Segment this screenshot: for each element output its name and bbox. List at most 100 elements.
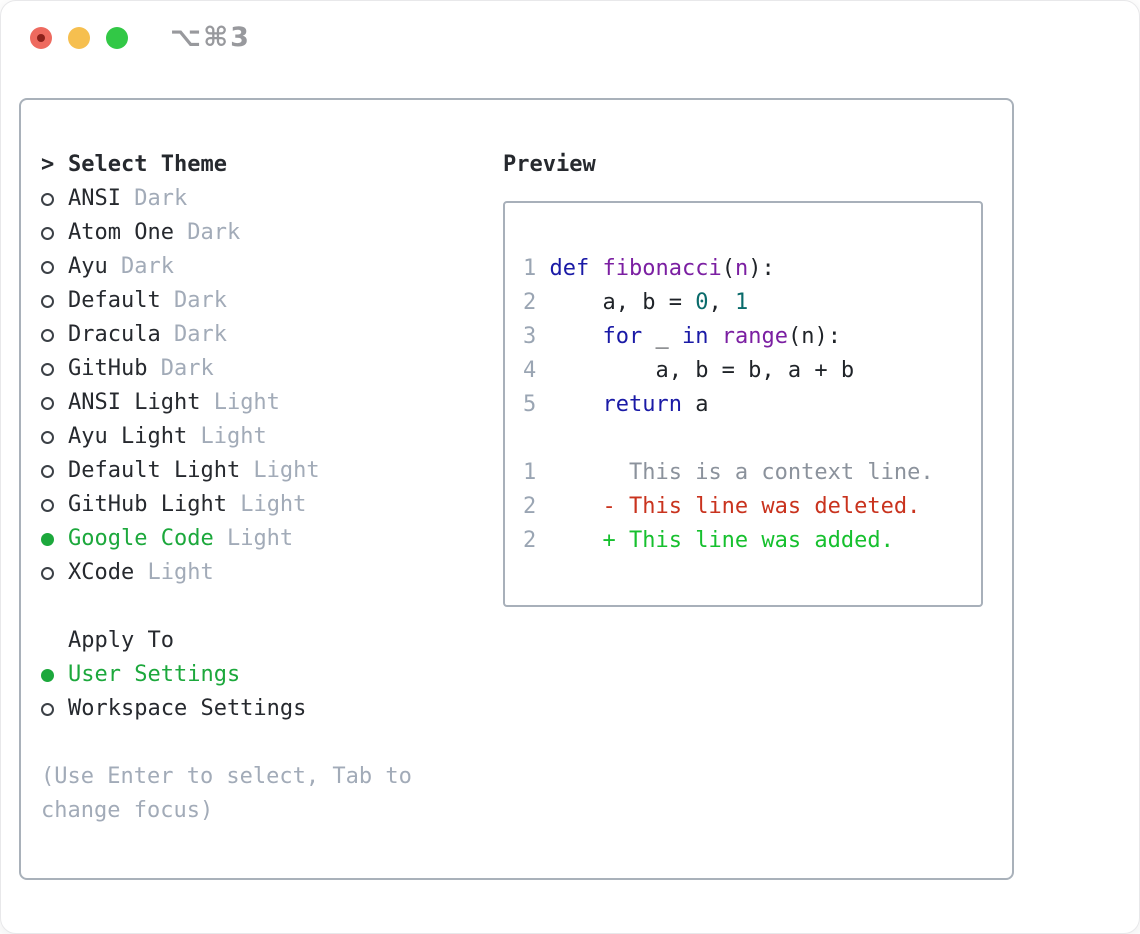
code-line [523, 422, 981, 456]
theme-item-ansi[interactable]: ANSI Dark [41, 182, 438, 216]
item-label: GitHub Light [68, 492, 227, 517]
radio-icon [41, 294, 54, 308]
radio-selected-icon [41, 532, 54, 546]
code-token-keyword: in [681, 324, 709, 349]
item-variant: Dark [173, 220, 241, 245]
radio-icon [41, 464, 54, 478]
traffic-lights [30, 27, 128, 49]
apply-option-user-settings[interactable]: User Settings [41, 658, 438, 692]
item-variant: Light [226, 492, 307, 517]
line-number: 5 [523, 392, 537, 417]
help-text: (Use Enter to select, Tab to change focu… [41, 764, 412, 823]
apply-option-workspace-settings[interactable]: Workspace Settings [41, 692, 438, 726]
code-token-name: n [734, 256, 749, 281]
item-label: Default [68, 288, 161, 313]
apply-to-header: Apply To [41, 624, 438, 658]
code-token-name: range [721, 324, 788, 349]
theme-item-google-code[interactable]: Google Code Light [41, 522, 438, 556]
item-variant: Dark [160, 322, 227, 347]
close-button[interactable] [30, 27, 52, 49]
code-line: 2 + This line was added. [523, 524, 981, 558]
radio-icon [41, 566, 54, 580]
item-variant: Light [240, 458, 320, 483]
code-token-plain [550, 392, 603, 417]
code-token-plain [589, 256, 602, 281]
code-token-keyword: def [549, 256, 590, 281]
minimize-button[interactable] [68, 27, 90, 49]
item-label: Ayu Light [68, 424, 188, 449]
line-number: 2 [523, 290, 537, 315]
code-line: 3 for _ in range(n): [523, 320, 981, 354]
item-label: Default Light [68, 458, 241, 483]
theme-item-github-light[interactable]: GitHub Light Light [41, 488, 438, 522]
line-number: 3 [523, 324, 537, 349]
code-token-context: This is a context line. [549, 460, 934, 485]
code-token-plain: a, b = [549, 290, 696, 315]
radio-icon [41, 362, 54, 376]
item-label: User Settings [68, 662, 241, 687]
item-label: ANSI [68, 186, 121, 211]
code-line: 2 a, b = 0, 1 [523, 286, 981, 320]
radio-icon [41, 226, 54, 240]
radio-icon [41, 498, 54, 512]
theme-item-dracula[interactable]: Dracula Dark [41, 318, 438, 352]
theme-item-default-light[interactable]: Default Light Light [41, 454, 438, 488]
maximize-button[interactable] [106, 27, 128, 49]
code-token-number: 1 [734, 290, 749, 315]
code-line: 1 def fibonacci(n): [523, 252, 981, 286]
theme-item-ayu-light[interactable]: Ayu Light Light [41, 420, 438, 454]
item-variant: Dark [147, 356, 214, 381]
code-token-added: + This line was added. [549, 528, 894, 553]
select-theme-title: Select Theme [68, 152, 227, 177]
focus-dot-icon [37, 34, 45, 42]
radio-icon [41, 702, 54, 716]
select-theme-header: > Select Theme [41, 148, 438, 182]
item-variant: Light [200, 390, 280, 415]
item-variant: Dark [107, 254, 174, 279]
item-variant: Dark [120, 186, 188, 211]
theme-item-default[interactable]: Default Dark [41, 284, 438, 318]
line-number: 4 [523, 358, 537, 383]
theme-item-github[interactable]: GitHub Dark [41, 352, 438, 386]
code-token-plain: _ [642, 324, 682, 349]
line-number: 1 [523, 460, 537, 485]
item-label: Ayu [68, 254, 108, 279]
radio-icon [41, 260, 54, 274]
radio-icon [41, 328, 54, 342]
item-label: Atom One [68, 220, 174, 245]
item-variant: Light [213, 526, 294, 551]
radio-icon [41, 396, 54, 410]
code-line: 4 a, b = b, a + b [523, 354, 981, 388]
code-token-keyword: for [602, 324, 643, 349]
code-token-deleted: - This line was deleted. [549, 494, 921, 519]
code-line: 2 - This line was deleted. [523, 490, 981, 524]
apply-to-title: Apply To [68, 628, 174, 653]
line-number: 2 [523, 528, 537, 553]
item-label: ANSI Light [68, 390, 201, 415]
line-number: 2 [523, 494, 537, 519]
item-label: Dracula [68, 322, 161, 347]
code-token-plain: (n): [787, 324, 841, 349]
code-token-plain: a [681, 392, 709, 417]
theme-item-ansi-light[interactable]: ANSI Light Light [41, 386, 438, 420]
item-label: Google Code [68, 526, 214, 551]
code-token-keyword: return [602, 392, 682, 417]
radio-icon [41, 192, 54, 206]
item-label: Workspace Settings [68, 696, 307, 721]
line-number [523, 426, 536, 451]
theme-item-atom-one[interactable]: Atom One Dark [41, 216, 438, 250]
theme-item-ayu[interactable]: Ayu Dark [41, 250, 438, 284]
code-token-number: 0 [695, 290, 709, 315]
code-token-plain [708, 324, 721, 349]
code-token-plain: ( [721, 256, 735, 281]
theme-item-xcode[interactable]: XCode Light [41, 556, 438, 590]
preview-title: Preview [503, 152, 596, 177]
item-label: GitHub [68, 356, 148, 381]
